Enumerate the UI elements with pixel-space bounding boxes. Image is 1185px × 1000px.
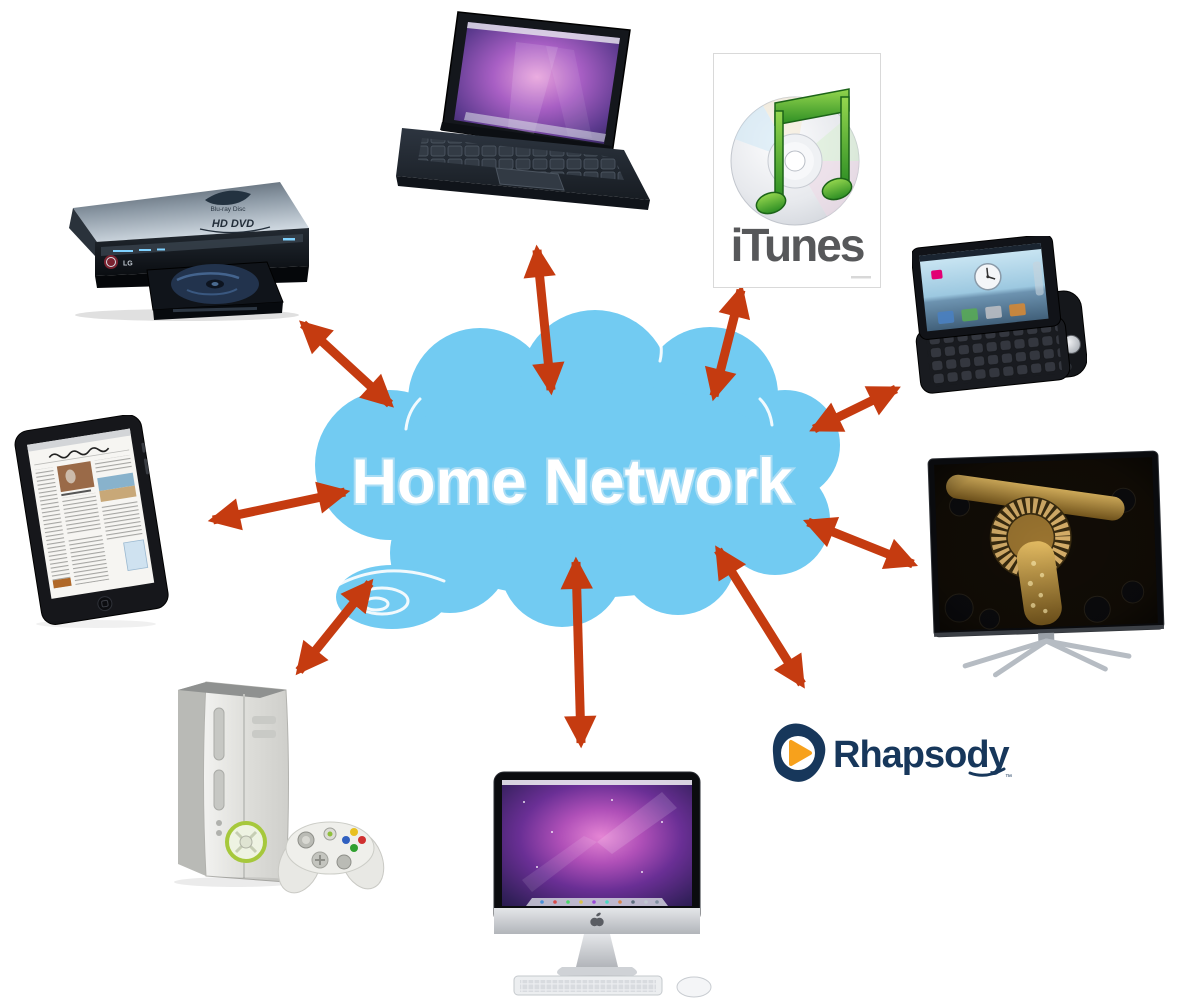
itunes-label: iTunes xyxy=(731,219,864,271)
newspaper-masthead xyxy=(48,447,110,459)
bluray-display-strip xyxy=(101,234,303,256)
device-smartphone xyxy=(910,234,1088,394)
laptop-menubar xyxy=(467,22,620,44)
bluray-indicator-lights xyxy=(113,238,295,252)
imac-base xyxy=(557,967,637,976)
imac-keyboard xyxy=(513,975,663,996)
device-tv xyxy=(925,445,1170,690)
device-bluray-player: Blu-ray Disc HD DVD LG xyxy=(55,170,317,322)
device-ipad xyxy=(10,414,182,630)
svg-text:LG: LG xyxy=(123,261,133,268)
device-itunes: iTunes xyxy=(713,53,881,288)
rhapsody-trademark: ™ xyxy=(1005,774,1012,781)
xbox-memory-slot xyxy=(252,716,276,724)
bluray-open-tray xyxy=(146,261,284,320)
ipad-screen xyxy=(27,428,155,599)
xbox-eject-slot xyxy=(213,707,225,761)
rhapsody-logo-icon xyxy=(772,723,826,782)
rhapsody-label: Rhapsody xyxy=(833,734,1010,776)
imac-dock xyxy=(526,898,668,906)
tv-stand xyxy=(962,632,1132,678)
tv-screen xyxy=(934,457,1158,631)
xbox-power-ring xyxy=(225,821,267,863)
music-note-icon xyxy=(755,88,853,215)
svg-text:Blu-ray Disc: Blu-ray Disc xyxy=(210,206,246,213)
xbox-console xyxy=(174,681,298,887)
imac-mouse xyxy=(676,976,712,998)
svg-text:HD DVD: HD DVD xyxy=(212,218,254,230)
watermark xyxy=(851,276,871,279)
hd-dvd-logo: HD DVD xyxy=(199,218,271,234)
laptop-dock xyxy=(464,112,606,142)
imac-stars xyxy=(523,799,663,873)
bluray-top-lid xyxy=(73,182,309,242)
imac-menubar xyxy=(502,780,692,785)
news-sidebar-box xyxy=(123,539,149,572)
bluray-disc-logo-icon: Blu-ray Disc xyxy=(205,190,251,213)
app-icons-row xyxy=(937,303,1026,324)
imac-screen xyxy=(502,780,692,906)
device-imac xyxy=(462,762,737,1000)
app-drawer-tab xyxy=(1032,261,1044,296)
clock-widget-icon xyxy=(974,262,1002,291)
lg-logo: LG xyxy=(104,255,133,269)
phone-screen xyxy=(919,243,1049,332)
ipad-home-button xyxy=(97,596,113,612)
xbox-top-cap xyxy=(178,682,286,698)
laptop-front-edge xyxy=(396,176,650,210)
play-icon xyxy=(789,740,812,766)
carrier-logo xyxy=(931,269,943,280)
news-photo-2 xyxy=(97,472,137,502)
bluray-left-edge xyxy=(69,208,97,256)
laptop-lid xyxy=(441,11,631,155)
device-xbox xyxy=(148,668,398,903)
news-banner xyxy=(52,577,72,589)
news-photo-1 xyxy=(56,461,95,493)
phone-status-bar xyxy=(919,243,1042,262)
laptop-base xyxy=(396,128,650,210)
laptop-screen xyxy=(454,22,620,144)
controller-face-buttons xyxy=(342,828,366,852)
cloud-label: Home Network xyxy=(351,447,793,517)
imac-stand xyxy=(576,934,618,967)
cloud-shape: Home Network xyxy=(315,310,840,629)
xbox-side-panel xyxy=(178,682,206,876)
home-network-cloud: Home Network xyxy=(300,305,845,645)
device-rhapsody: Rhapsody ™ xyxy=(765,715,1015,790)
laptop-keyboard xyxy=(418,138,624,180)
xbox-controller xyxy=(277,821,385,894)
news-text-column xyxy=(35,467,72,589)
apple-logo-icon xyxy=(590,912,604,927)
laptop-trackpad xyxy=(495,167,565,191)
imac-dock-icons xyxy=(540,900,659,904)
rhapsody-swoosh xyxy=(968,767,1006,777)
browser-toolbar xyxy=(27,428,131,452)
device-laptop xyxy=(396,2,654,242)
controller-right-stick xyxy=(336,854,352,870)
tv-bottom-trim xyxy=(934,624,1165,637)
phone-qwerty-keys xyxy=(925,321,1063,388)
